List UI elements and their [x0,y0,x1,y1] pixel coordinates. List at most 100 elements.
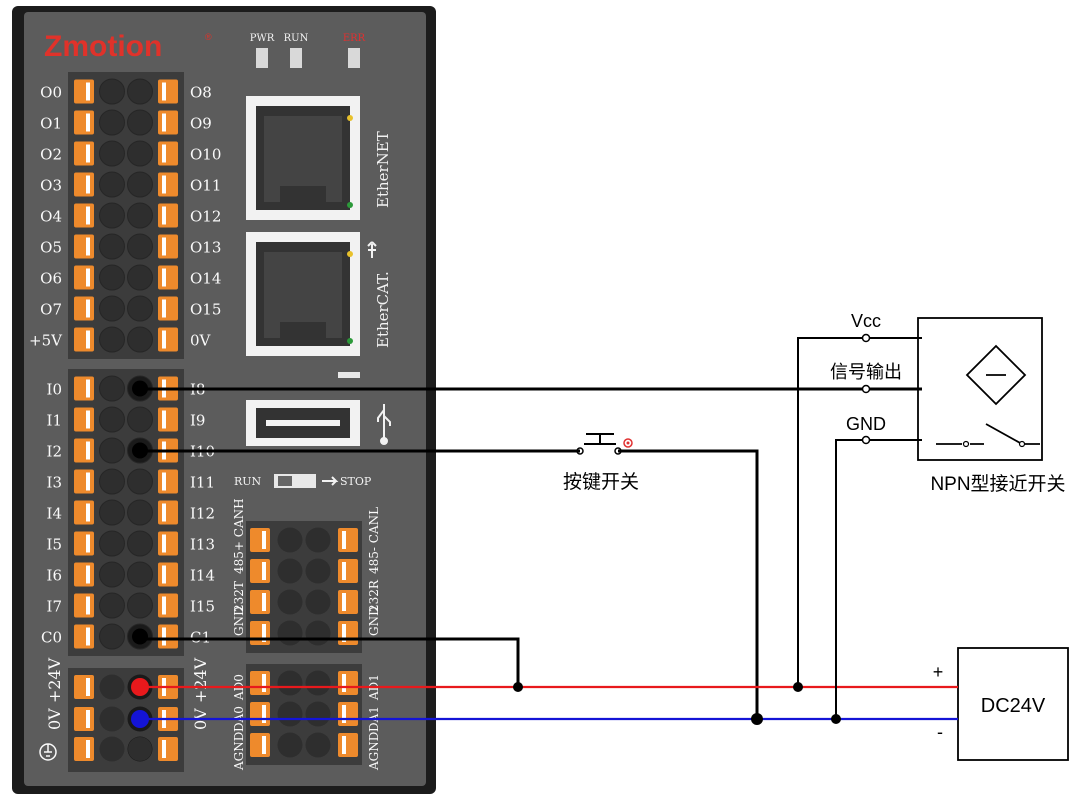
terminal-row: O5 O13 [40,233,221,260]
run-label: RUN [234,475,262,488]
ethercat-port [246,232,360,356]
psu-minus: - [937,722,943,742]
terminal-label-right: I11 [190,474,215,492]
power-label-left: 0V +24V [45,657,64,730]
junction-gnd-negative [831,714,841,724]
led-err [348,48,360,68]
usb-port [246,400,360,446]
terminal-label-left: C0 [41,629,62,647]
junction-vcc-positive [793,682,803,692]
terminal-label-left: I7 [47,598,62,616]
power-terminal-block: 0V +24V 0V +24V [39,657,210,772]
terminal-label-right: O14 [190,270,221,288]
terminal-label-left: +5V [29,332,63,350]
sensor-label: NPN型接近开关 [930,473,1065,495]
terminal-row [250,558,358,584]
vertical-label: AGND [367,732,381,771]
button-label: 按键开关 [563,471,639,493]
terminal-label-left: O7 [40,301,62,319]
terminal-label-left: O4 [40,208,62,226]
terminal-label-right: O12 [190,208,221,226]
sensor-pin-vcc: Vcc [851,311,881,331]
terminal-label-right: 0V [190,332,212,350]
terminal-label-left: O3 [40,177,62,195]
terminal-row [250,670,358,696]
wire-c1-positive [142,637,520,687]
vertical-label: 232R [367,579,381,612]
terminal-label-left: I6 [47,567,62,585]
terminal-row: O0 O8 [40,78,212,105]
brand-reg-mark: ® [205,32,212,42]
terminal-row: I3 I11 [47,468,215,495]
terminal-row: O2 O10 [40,140,221,167]
terminal-row [250,527,358,553]
sensor-pin-signal: 信号输出 [830,362,902,382]
sensor-pin-gnd: GND [846,414,886,434]
wire-gnd [835,439,922,719]
npn-proximity-sensor [917,317,1043,461]
terminal-row: I6 I14 [47,561,215,588]
port-divider [338,372,360,378]
terminal-row: I7 I15 [47,592,215,619]
ethernet-label: EtherNET [374,131,392,208]
vertical-label: GND [367,606,381,636]
ethernet-port [246,96,360,220]
led-run-label: RUN [284,33,309,44]
terminal-label-left: I5 [47,536,62,554]
terminal-label-right: O13 [190,239,221,257]
terminal-row: O7 O15 [40,295,221,322]
terminal-label-right: O10 [190,146,221,164]
terminal-label-right: O9 [190,115,212,133]
led-pwr [256,48,268,68]
led-err-label: ERR [343,33,366,44]
terminal-label-left: O6 [40,270,62,288]
led-pwr-label: PWR [250,33,275,44]
terminal-row: I5 I13 [47,530,215,557]
terminal-row: +5V 0V [29,326,212,353]
run-stop-switch[interactable]: RUN STOP [234,474,372,488]
usb-icon [377,404,391,445]
terminal-label-right: I14 [190,567,215,585]
vertical-label: 485- CANL [367,507,381,574]
dc-power-supply [957,647,1069,761]
stop-label: STOP [340,475,372,488]
vertical-label: 485+ CANH [232,498,246,574]
terminal-label-left: O0 [40,84,62,102]
vertical-label: GND [232,606,246,636]
terminal-label-right: I9 [190,412,205,430]
ethercat-label: EtherCAT. [374,271,392,348]
terminal-label-right: O11 [190,177,221,195]
terminal-label-left: I0 [47,381,62,399]
terminal-label-left: I3 [47,474,62,492]
ethercat-logo-icon [367,241,377,258]
power-row [74,706,178,732]
ground-icon [39,743,57,761]
psu-label: DC24V [981,695,1046,717]
terminal-label-right: O8 [190,84,212,102]
terminal-label-right: I13 [190,536,215,554]
terminal-row [250,732,358,758]
terminal-label-left: O5 [40,239,62,257]
terminal-label-left: O2 [40,146,62,164]
terminal-label-right: I15 [190,598,215,616]
led-run [290,48,302,68]
junction-button-negative [751,713,763,725]
brand-logo: Zmotion [44,30,162,63]
status-leds: PWR RUN ERR [250,33,366,68]
terminal-label-left: I2 [47,443,62,461]
psu-plus: + [933,662,944,682]
terminal-row: O3 O11 [40,171,221,198]
terminal-label-right: I12 [190,505,215,523]
power-label-right: 0V +24V [191,657,210,730]
terminal-row: O6 O14 [40,264,221,291]
vertical-label: AGND [232,732,246,771]
terminal-label-right: O15 [190,301,221,319]
terminal-row [250,701,358,727]
